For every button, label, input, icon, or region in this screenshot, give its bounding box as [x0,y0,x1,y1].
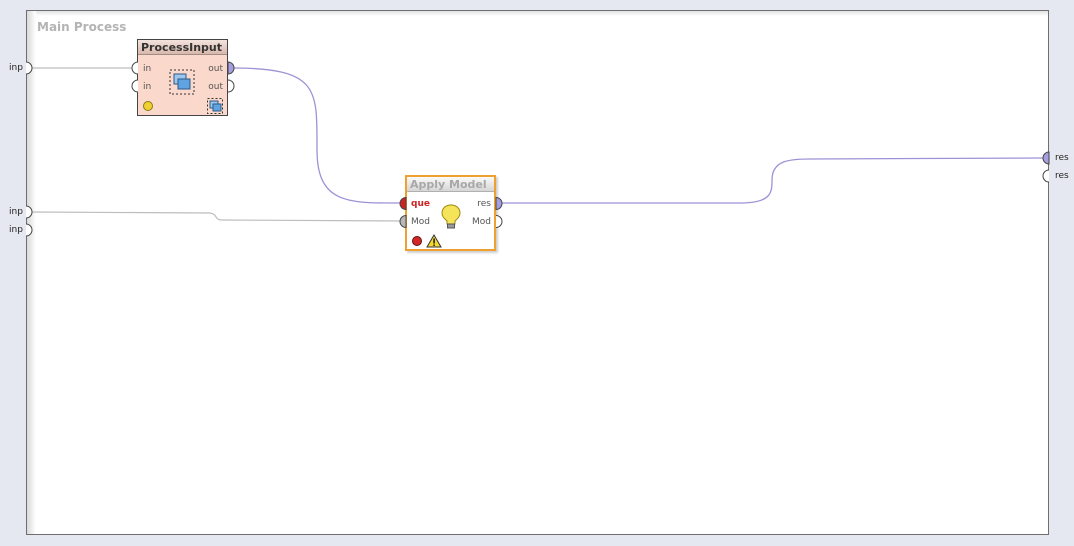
connection-applymodel-to-res[interactable] [500,157,1044,204]
left-port-label-3: inp [9,225,23,235]
warning-icon[interactable] [426,234,442,248]
canvas-left-shade [27,11,36,534]
right-port-1[interactable] [1042,151,1050,165]
process-title: Main Process [37,20,127,34]
apply-model-out-ports[interactable] [495,197,507,229]
left-port-3[interactable] [25,223,33,237]
process-input-in-label-2: in [143,82,152,92]
left-port-label-2: inp [9,207,23,217]
left-port-label-1: inp [9,63,23,73]
process-input-out-label-1: out [208,64,223,74]
operator-process-input-header[interactable]: ProcessInput [138,40,227,55]
operator-apply-model[interactable]: Apply Model que Mod res Mod [405,175,496,251]
apply-model-in-label-1: que [411,199,430,209]
process-input-out-ports[interactable] [227,61,239,93]
process-input-out-label-2: out [208,82,223,92]
apply-model-in-ports[interactable] [396,197,408,229]
process-input-in-ports[interactable] [128,61,140,93]
subprocess-small-icon[interactable] [207,98,223,114]
left-port-1[interactable] [25,61,33,75]
operator-apply-model-header[interactable]: Apply Model [407,177,494,192]
subprocess-icon [169,69,195,95]
canvas-top-shade [27,11,1048,16]
process-input-in-label-1: in [143,64,152,74]
apply-model-out-label-2: Mod [472,217,491,227]
left-port-2[interactable] [25,205,33,219]
connection-inp-to-applymodel-mod[interactable] [31,211,403,222]
apply-model-in-label-2: Mod [411,217,430,227]
right-port-2[interactable] [1042,169,1050,183]
status-yellow-icon [143,101,153,111]
right-port-label-1: res [1055,153,1069,163]
lightbulb-icon [441,204,461,229]
operator-process-input[interactable]: ProcessInput in in out out [137,39,228,116]
operator-apply-model-title: Apply Model [410,178,487,191]
operator-process-input-title: ProcessInput [141,41,223,54]
apply-model-out-label-1: res [477,199,491,209]
status-red-icon [412,236,422,246]
right-port-label-2: res [1055,171,1069,181]
connection-processinput-to-applymodel[interactable] [232,67,403,204]
